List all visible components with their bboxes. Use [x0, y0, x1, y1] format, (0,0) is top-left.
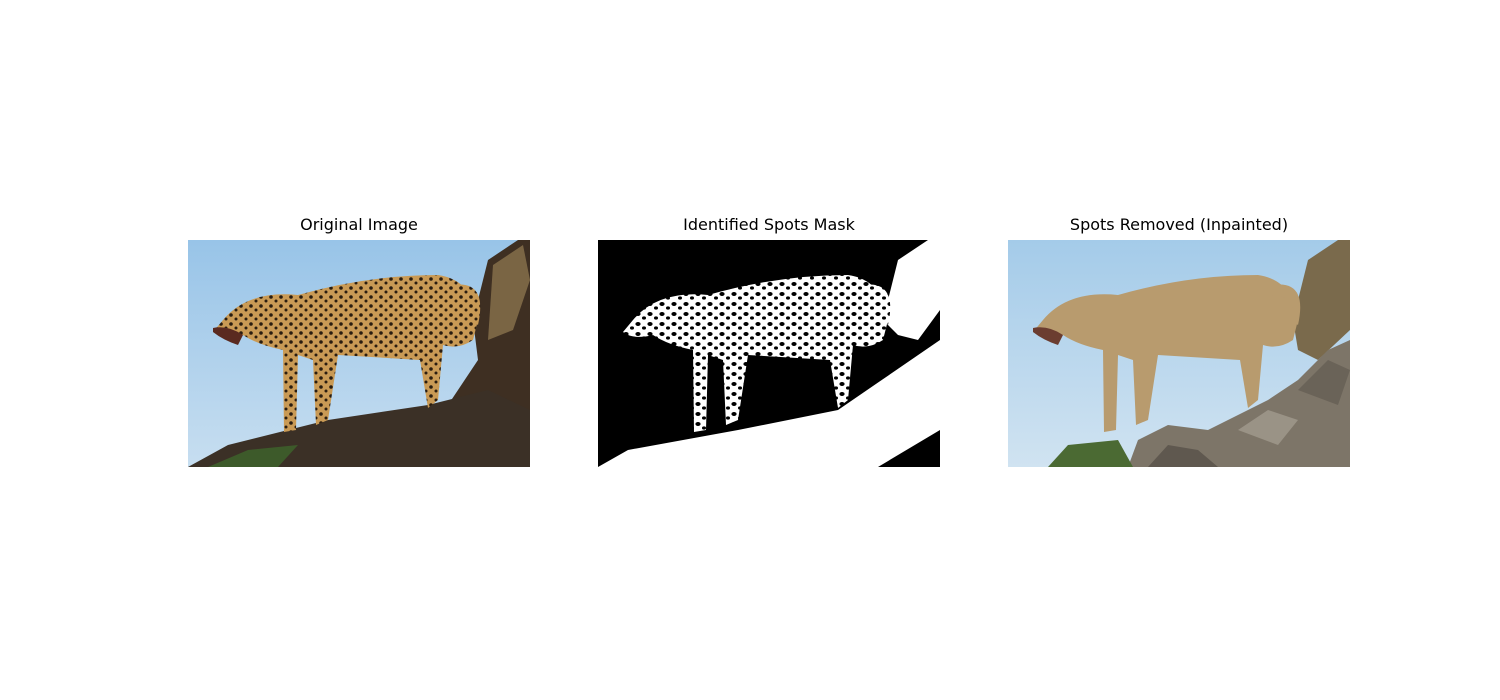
original-leopard-image: [188, 240, 530, 467]
panel-title-mask: Identified Spots Mask: [683, 215, 855, 234]
panel-title-original: Original Image: [300, 215, 418, 234]
panel-mask: Identified Spots Mask: [598, 213, 940, 467]
panel-title-inpainted: Spots Removed (Inpainted): [1069, 215, 1289, 234]
inpainted-leopard-image: [1008, 240, 1350, 467]
panel-inpainted: Spots Removed (Inpainted): [1008, 213, 1350, 467]
panel-original: Original Image: [188, 213, 530, 467]
spots-mask-image: [598, 240, 940, 467]
